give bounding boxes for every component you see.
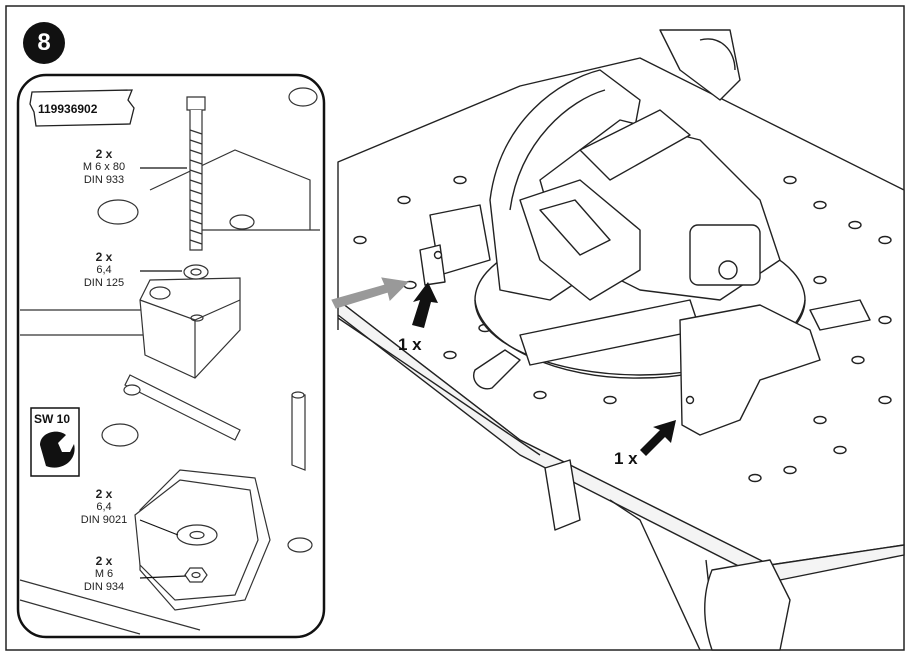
step-number: 8: [23, 22, 65, 64]
part-number-tag: [29, 89, 135, 127]
hardware-label-nut: 2 x M 6 DIN 934: [83, 554, 125, 594]
insert-arrow-1: [412, 282, 438, 328]
hardware-label-bolt: 2 x M 6 x 80 DIN 933: [82, 147, 126, 187]
hardware-label-large-washer: 2 x 6,4 DIN 9021: [80, 487, 128, 527]
insert-arrow-2: [640, 420, 676, 456]
part-number: 119936902: [38, 102, 98, 116]
callout-quantity-left: 1 x: [398, 335, 422, 354]
direction-arrow: [331, 277, 410, 309]
detail-drawing: [19, 87, 320, 635]
wrench-icon: [40, 431, 75, 468]
tool-size: SW 10: [34, 412, 71, 426]
hardware-label-washer: 2 x 6,4 DIN 125: [83, 250, 125, 290]
workbench-scene: [337, 29, 905, 651]
tool-box: [30, 407, 80, 477]
callout-quantity-right: 1 x: [614, 449, 638, 468]
